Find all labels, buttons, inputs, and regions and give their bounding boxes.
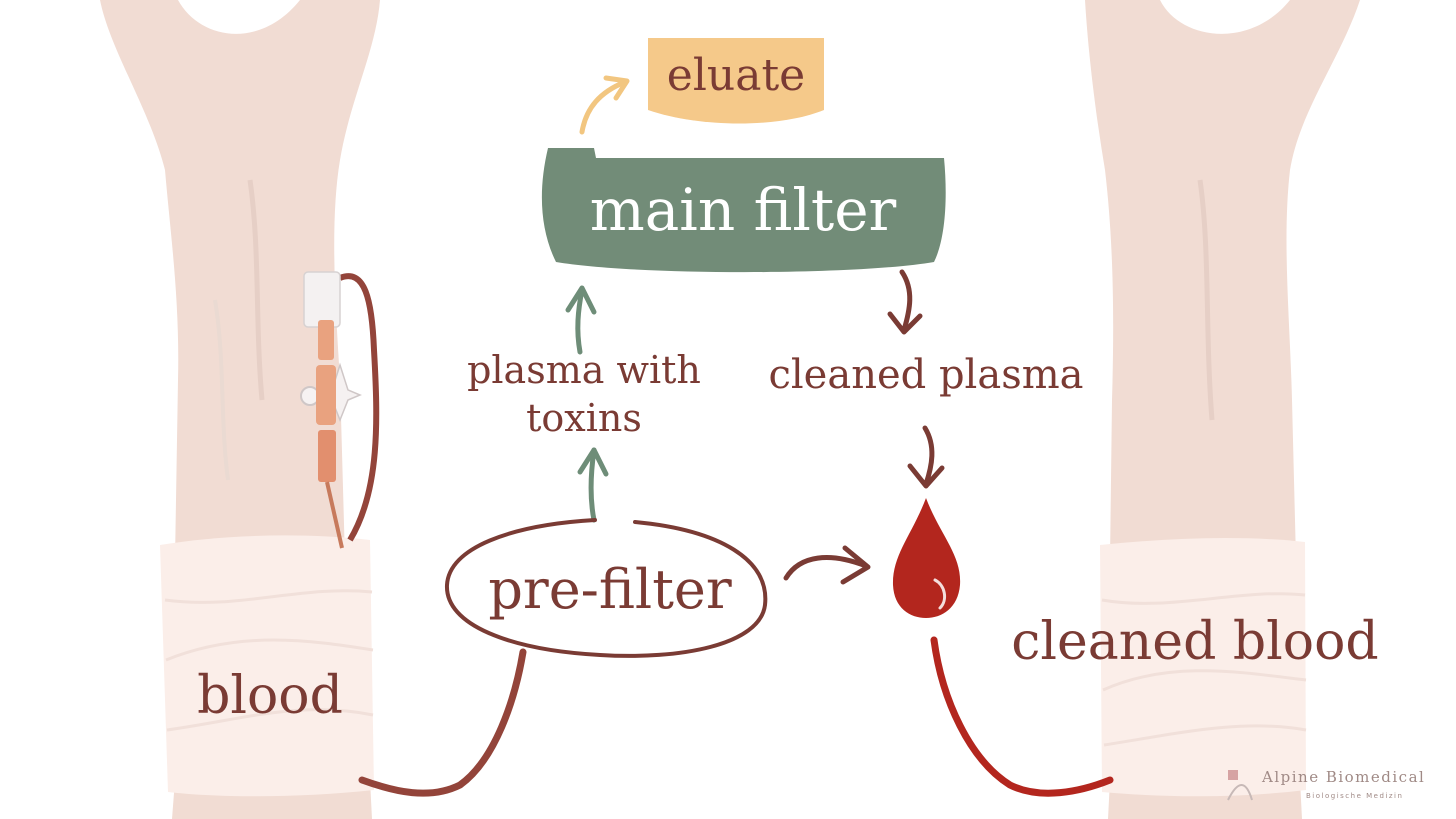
eluate-label: eluate	[666, 50, 806, 101]
cleaned-blood-label: cleaned blood	[1011, 612, 1379, 672]
right-bandage	[1100, 538, 1307, 797]
blood-drop	[892, 498, 961, 618]
plasma-with-toxins-label: plasma with toxins	[467, 348, 701, 440]
eluate-box	[648, 38, 824, 124]
blood-label: blood	[197, 666, 343, 726]
green-arrow-upper	[565, 285, 597, 355]
brand-logo: Alpine Biomedical Biologische Medizin	[1222, 766, 1452, 810]
main-filter-label: main filter	[589, 176, 897, 244]
tube-right	[930, 636, 1114, 797]
pre-filter-label: pre-filter	[488, 558, 732, 621]
brown-arrow-prefilter-to-drop	[783, 545, 871, 585]
prefilter-ellipse	[444, 518, 768, 658]
tube-left	[358, 648, 527, 797]
cannula	[300, 271, 380, 549]
brown-arrow-main-to-cleaned	[887, 269, 923, 335]
logo-subtitle: Biologische Medizin	[1306, 792, 1404, 800]
eluate-arrow	[579, 79, 628, 135]
logo-title: Alpine Biomedical	[1262, 768, 1426, 786]
cleaned-plasma-label: cleaned plasma	[768, 352, 1084, 398]
main-filter-box	[541, 148, 946, 273]
left-bandage	[160, 535, 374, 797]
green-arrow-lower	[577, 447, 609, 523]
logo-mark	[1227, 770, 1253, 801]
brown-arrow-cleaned-to-drop	[907, 425, 945, 489]
right-arm	[1085, 0, 1360, 819]
